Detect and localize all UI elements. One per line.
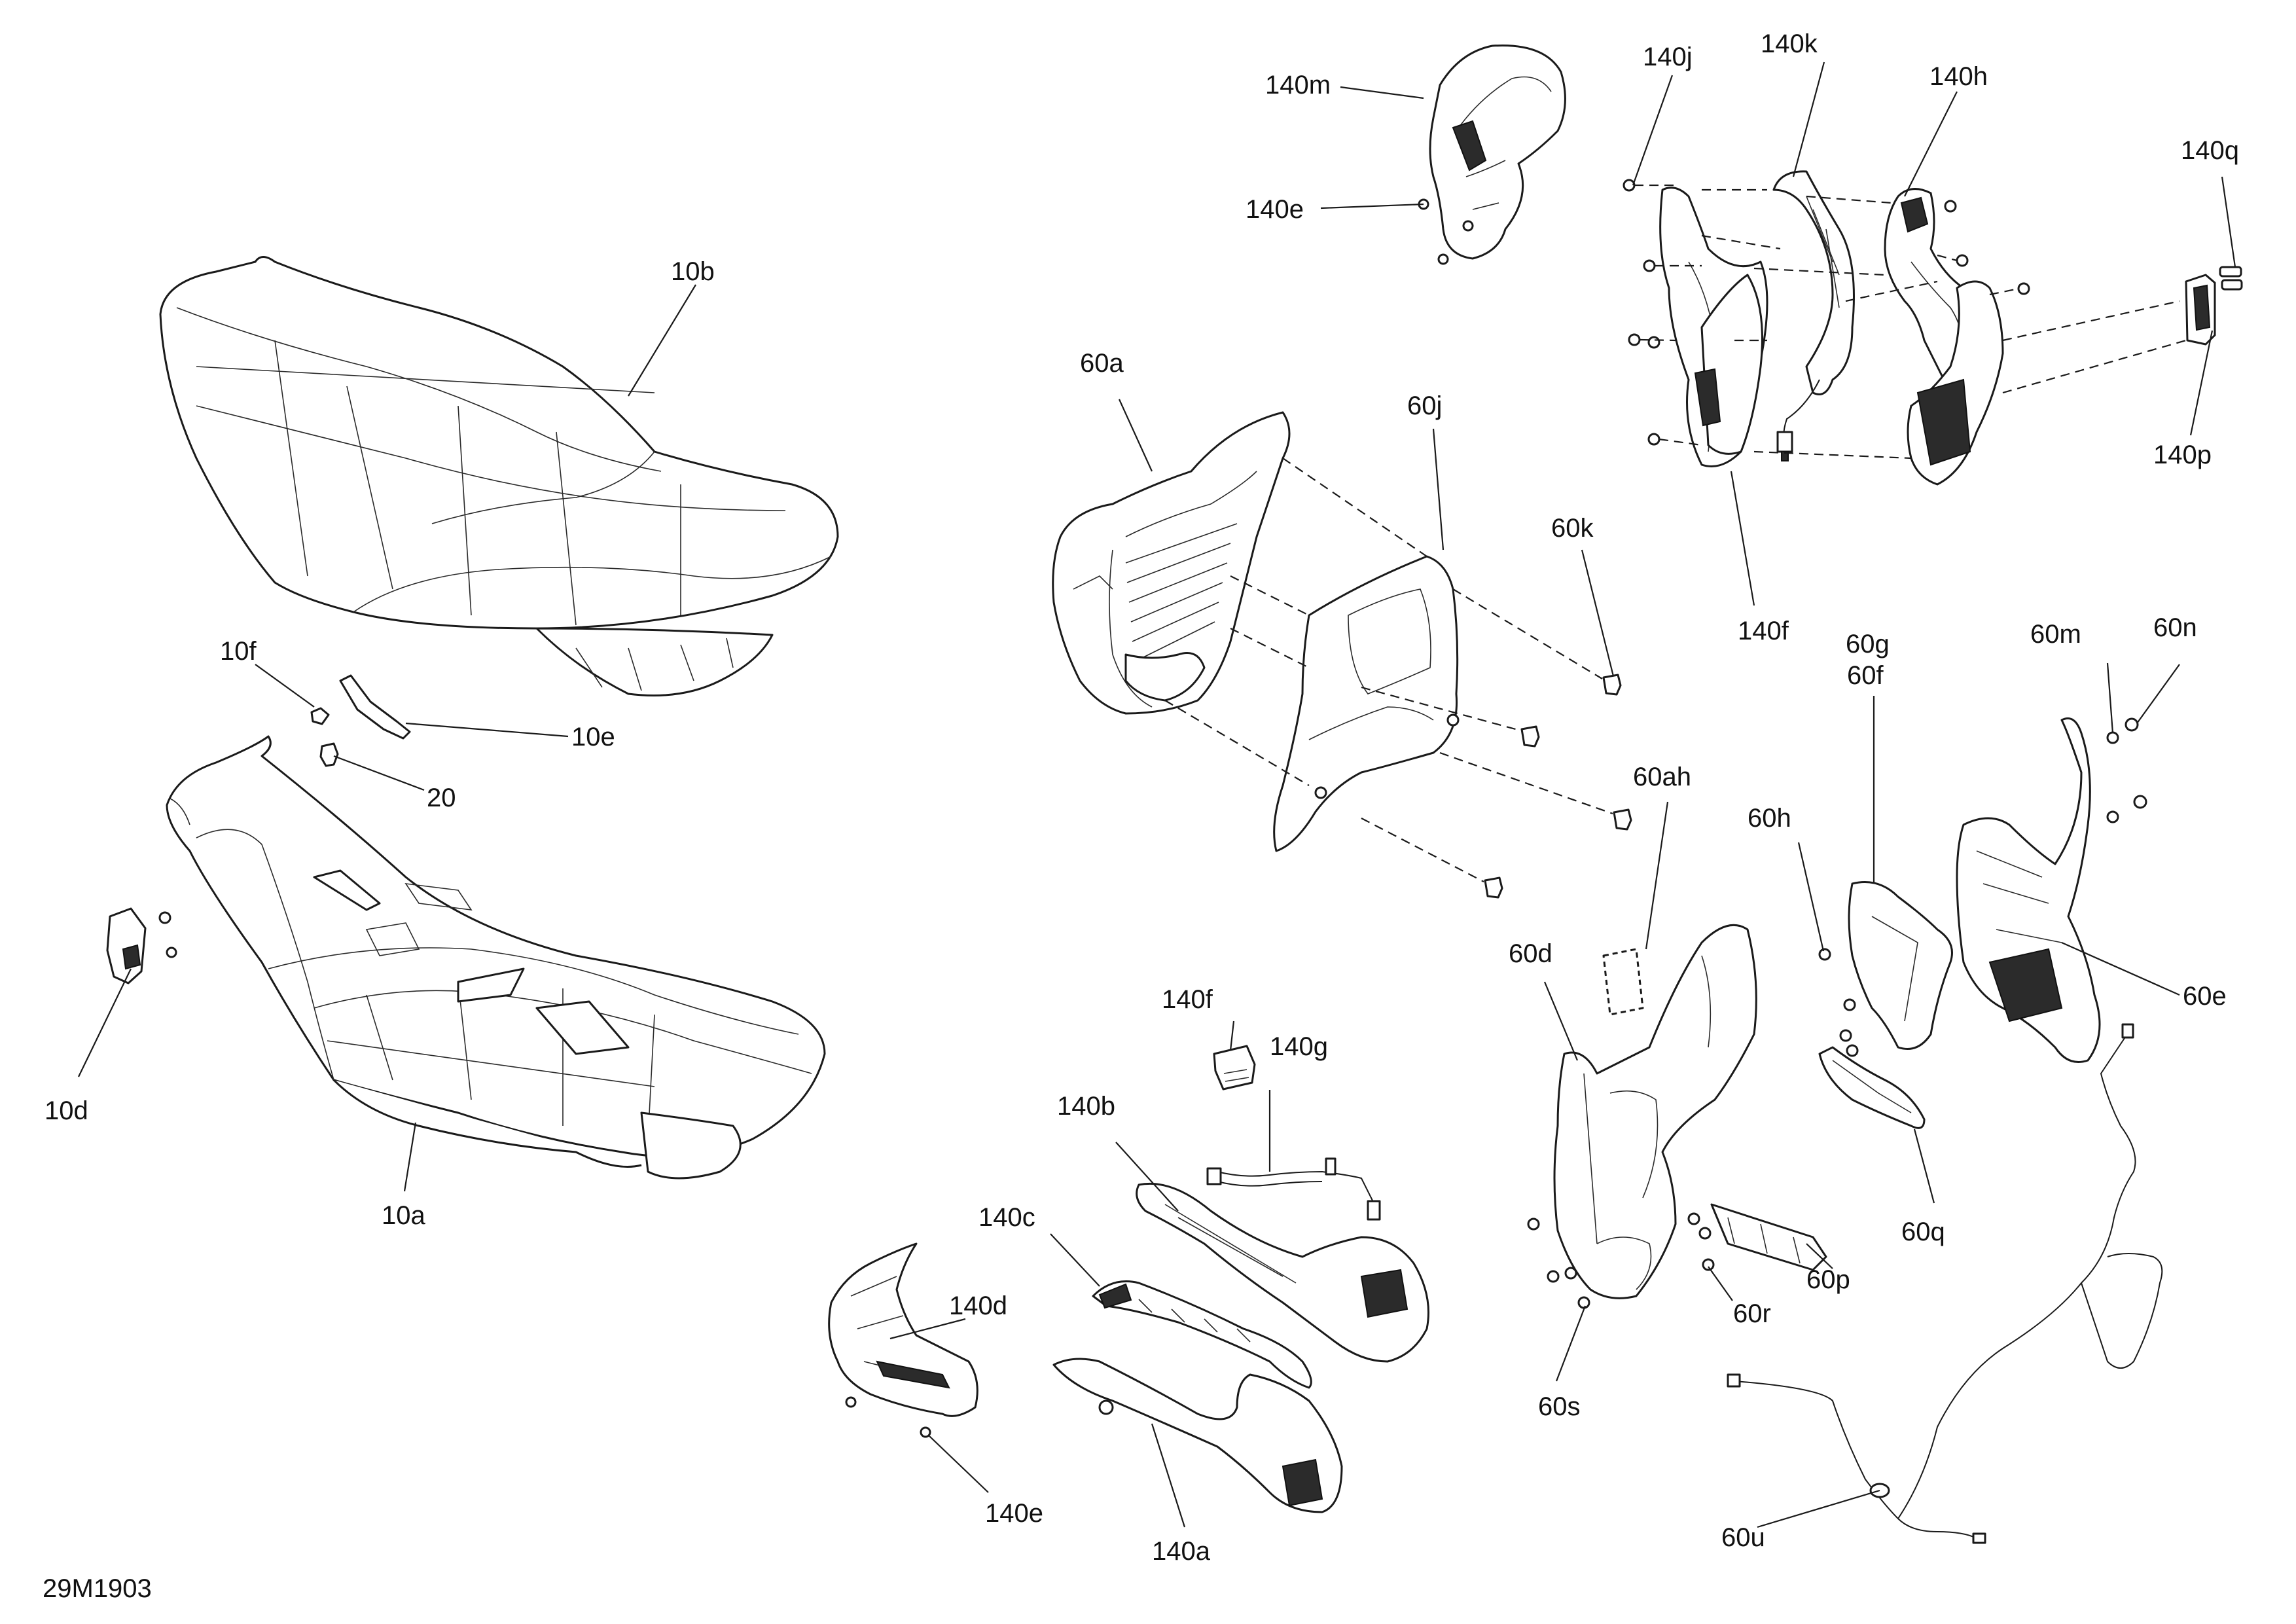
callout-60h: 60h bbox=[1748, 804, 1791, 833]
callout-140k: 140k bbox=[1761, 29, 1818, 58]
part-140b-handle-bottom bbox=[1136, 1182, 1429, 1363]
callout-140a: 140a bbox=[1152, 1537, 1211, 1566]
dashed-lines-60 bbox=[1164, 458, 1613, 882]
callout-60u: 60u bbox=[1721, 1523, 1765, 1552]
part-60g-60f-panel bbox=[1818, 881, 1953, 1057]
part-10a-base bbox=[166, 735, 826, 1180]
callout-labels: 10b 10f 10e 20 10d 10a 140m 140e 140j 14… bbox=[45, 29, 2239, 1566]
part-140q-140p-switch bbox=[2185, 266, 2243, 346]
part-140c-bar bbox=[1092, 1280, 1312, 1389]
callout-140q: 140q bbox=[2181, 136, 2239, 165]
callout-10b: 10b bbox=[671, 257, 715, 286]
part-60a-back-panel bbox=[1052, 411, 1291, 715]
callout-140j: 140j bbox=[1643, 43, 1693, 71]
part-140f-lower-grip bbox=[1907, 280, 2004, 486]
callout-60d: 60d bbox=[1509, 939, 1552, 968]
part-10f-clip bbox=[310, 707, 330, 725]
part-140k-handle bbox=[1772, 170, 1855, 461]
callout-60a: 60a bbox=[1080, 349, 1124, 378]
callout-60j: 60j bbox=[1407, 391, 1442, 420]
callout-140d: 140d bbox=[949, 1291, 1007, 1320]
callout-60p: 60p bbox=[1806, 1265, 1850, 1294]
diagram-code: 29M1903 bbox=[43, 1574, 152, 1603]
callout-140c: 140c bbox=[978, 1203, 1035, 1232]
screws-60 bbox=[1484, 674, 1632, 899]
part-60d-console bbox=[1527, 924, 1757, 1309]
callout-140b: 140b bbox=[1057, 1092, 1115, 1121]
callout-140e-bot: 140e bbox=[985, 1499, 1043, 1528]
part-20-fastener bbox=[319, 742, 339, 767]
callout-140g: 140g bbox=[1270, 1032, 1328, 1061]
part-140m-cover bbox=[1418, 45, 1566, 265]
callout-10a: 10a bbox=[382, 1201, 425, 1230]
callout-140e-top: 140e bbox=[1246, 195, 1304, 224]
callout-10d: 10d bbox=[45, 1096, 88, 1125]
part-10b-seat bbox=[159, 256, 839, 696]
callout-140f-mid: 140f bbox=[1162, 985, 1213, 1014]
part-140a-rail bbox=[1052, 1358, 1343, 1513]
part-140f-top-housing bbox=[1659, 187, 1768, 467]
callout-140m: 140m bbox=[1265, 71, 1331, 99]
callout-10f: 10f bbox=[220, 637, 257, 666]
screws-140-top bbox=[1623, 179, 2030, 446]
callout-60s: 60s bbox=[1538, 1392, 1581, 1421]
dashed-lines-140 bbox=[1634, 184, 2187, 460]
part-60u-harness bbox=[1727, 1023, 2163, 1544]
callout-60k: 60k bbox=[1551, 514, 1594, 543]
part-60p-bracket bbox=[1710, 1203, 1827, 1271]
callout-140f-top: 140f bbox=[1738, 617, 1789, 645]
callout-20: 20 bbox=[427, 784, 456, 812]
leader-lines bbox=[78, 62, 2236, 1528]
part-60j-panel bbox=[1273, 555, 1460, 852]
part-140g-wire bbox=[1206, 1157, 1381, 1221]
callout-60m: 60m bbox=[2030, 620, 2081, 649]
callout-60g: 60g bbox=[1846, 630, 1890, 659]
part-60q-trim bbox=[1818, 1046, 1926, 1129]
part-140d-cover bbox=[828, 1242, 978, 1438]
callout-140p: 140p bbox=[2153, 441, 2212, 469]
screws-60m-60n bbox=[2106, 717, 2147, 823]
callout-60f: 60f bbox=[1847, 661, 1884, 690]
callout-60ah: 60ah bbox=[1633, 763, 1691, 791]
callout-60r: 60r bbox=[1733, 1299, 1771, 1328]
part-10d-latch bbox=[106, 907, 177, 984]
part-10e-bracket bbox=[339, 674, 411, 740]
callout-60n: 60n bbox=[2153, 613, 2197, 642]
callout-60q: 60q bbox=[1901, 1218, 1945, 1246]
callout-140h: 140h bbox=[1929, 62, 1988, 91]
callout-60e: 60e bbox=[2183, 982, 2227, 1011]
callout-10e: 10e bbox=[571, 723, 615, 751]
part-140f-mid-clip bbox=[1213, 1045, 1256, 1091]
part-60e-frame bbox=[1956, 717, 2101, 1063]
